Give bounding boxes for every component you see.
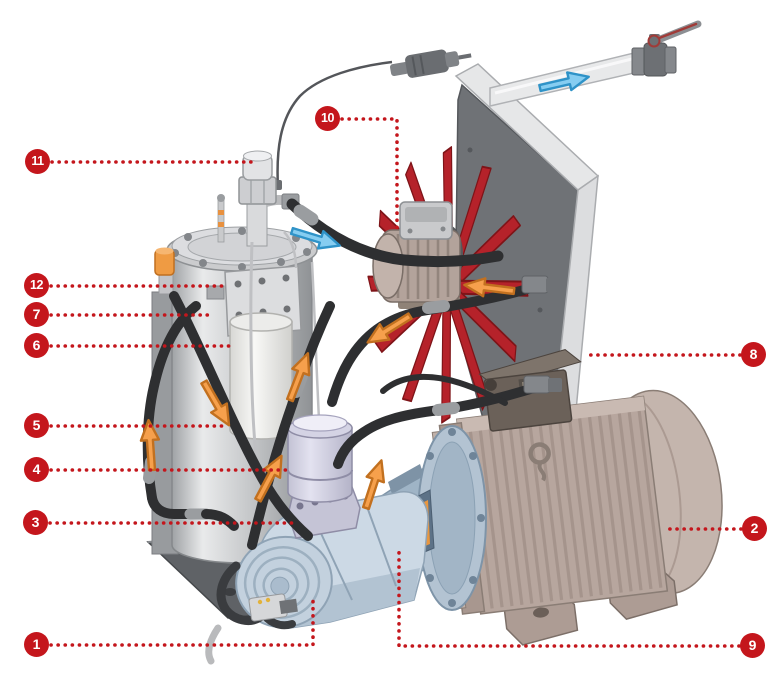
leader-lines — [48, 117, 743, 648]
hose-oil-injection — [247, 301, 335, 550]
callout-badge-8: 8 — [741, 342, 766, 367]
lifting-eye-icon — [528, 442, 551, 482]
callout-badge-1: 1 — [24, 632, 49, 657]
electric-motor — [431, 349, 723, 646]
valve-handle-icon — [647, 20, 702, 48]
callout-badge-7: 7 — [24, 302, 49, 327]
fan-motor — [372, 201, 461, 309]
leader-line-10 — [340, 117, 399, 235]
cooler-fittings — [521, 275, 562, 394]
callout-badge-2: 2 — [742, 516, 767, 541]
leader-line-9 — [397, 550, 741, 648]
callout-badge-4: 4 — [24, 457, 49, 482]
hoses — [142, 198, 545, 550]
flange-bolts — [171, 227, 311, 271]
ball-valve — [631, 20, 702, 77]
hose-cooler-return-upper — [327, 281, 543, 407]
callout-badge-10: 10 — [315, 106, 340, 131]
air-filter — [287, 414, 353, 503]
leader-line-1 — [49, 596, 315, 647]
callout-badge-9: 9 — [740, 633, 765, 658]
sensor-cable — [274, 49, 472, 190]
breather-fitting — [154, 247, 175, 295]
minimum-pressure-valve — [238, 150, 300, 247]
callout-badge-6: 6 — [24, 333, 49, 358]
callout-badge-5: 5 — [24, 413, 49, 438]
cable-connector-icon — [390, 49, 472, 78]
hose-discharge-to-cooler — [286, 198, 504, 268]
callout-badge-11: 11 — [25, 149, 50, 174]
oil-filter — [229, 312, 293, 440]
callout-badge-3: 3 — [23, 510, 48, 535]
airend-drain-hoses — [205, 561, 298, 665]
callout-badge-12: 12 — [24, 273, 49, 298]
motor-power-cable — [380, 373, 508, 406]
fan-motor-junction-box — [399, 201, 453, 240]
hose-diagonal-front — [169, 291, 313, 541]
temperature-sensor — [217, 194, 225, 243]
